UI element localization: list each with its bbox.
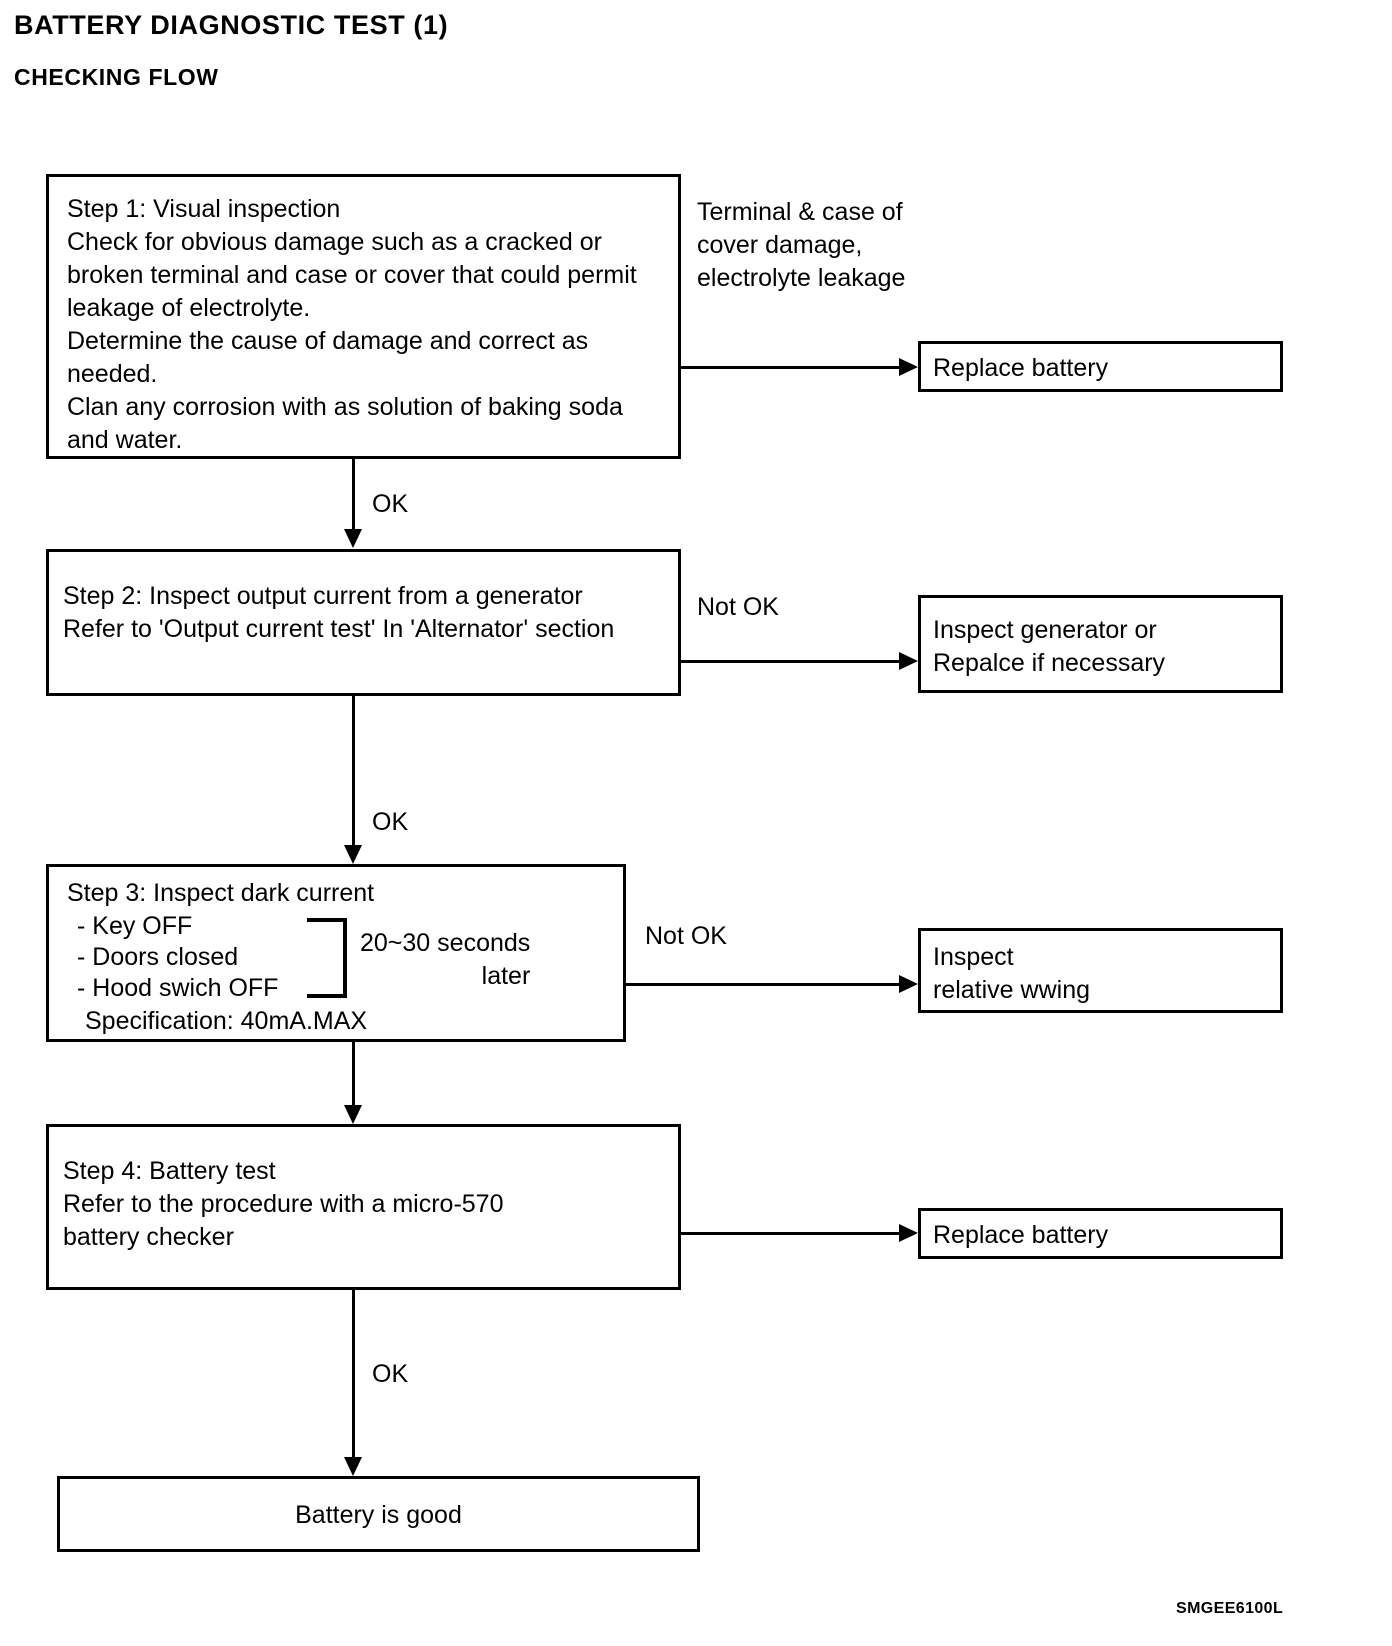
replace-battery-label-2: Replace battery xyxy=(933,1221,1109,1249)
step-2-text: Step 2: Inspect output current from a ge… xyxy=(63,582,615,643)
step-2-to-step-3-line xyxy=(352,696,355,848)
step-1-branch-arrowhead xyxy=(899,358,918,376)
step-3-branch-condition: Not OK xyxy=(645,922,727,950)
step-1-box: Step 1: Visual inspection Check for obvi… xyxy=(46,174,681,459)
step-3-timing-note: 20~30 seconds later xyxy=(360,929,531,990)
replace-battery-label-1: Replace battery xyxy=(933,354,1109,382)
step-3-to-step-4-arrowhead xyxy=(344,1105,362,1124)
step-1-ok-label: OK xyxy=(372,490,409,518)
step-4-ok-label: OK xyxy=(372,1360,409,1388)
inspect-wiring-box: Inspect relative wwing xyxy=(918,928,1283,1013)
step-4-branch-arrowhead xyxy=(899,1224,918,1242)
step-3-to-step-4-line xyxy=(352,1042,355,1108)
result-label: Battery is good xyxy=(295,1501,462,1529)
step-3-condition-2: - Doors closed xyxy=(77,943,239,971)
step-1-branch-condition: Terminal & case of cover damage, electro… xyxy=(697,198,906,292)
figure-code: SMGEE6100L xyxy=(1176,1600,1284,1617)
step-3-branch-line xyxy=(626,983,909,986)
step-1-branch-line xyxy=(681,366,909,369)
inspect-generator-box: Inspect generator or Repalce if necessar… xyxy=(918,595,1283,693)
step-2-branch-arrowhead xyxy=(899,652,918,670)
step-4-box: Step 4: Battery test Refer to the proced… xyxy=(46,1124,681,1290)
page-subtitle: CHECKING FLOW xyxy=(14,64,219,90)
step-3-condition-3: - Hood swich OFF xyxy=(77,974,279,1002)
step-2-to-step-3-arrowhead xyxy=(344,845,362,864)
step-4-branch-line xyxy=(681,1232,909,1235)
step-1-to-step-2-line xyxy=(352,459,355,532)
step-3-specification: Specification: 40mA.MAX xyxy=(85,1007,368,1035)
step-3-condition-1: - Key OFF xyxy=(77,912,193,940)
result-box: Battery is good xyxy=(57,1476,700,1552)
inspect-wiring-label: Inspect relative wwing xyxy=(933,943,1091,1004)
step-1-text: Step 1: Visual inspection Check for obvi… xyxy=(67,195,637,454)
step-2-branch-condition: Not OK xyxy=(697,593,779,621)
step-3-grouping-bracket xyxy=(307,918,347,998)
step-3-heading: Step 3: Inspect dark current xyxy=(67,879,375,907)
step-2-ok-label: OK xyxy=(372,808,409,836)
step-4-to-result-arrowhead xyxy=(344,1457,362,1476)
replace-battery-box-1: Replace battery xyxy=(918,341,1283,392)
replace-battery-box-2: Replace battery xyxy=(918,1208,1283,1259)
step-2-branch-line xyxy=(681,660,909,663)
page-title: BATTERY DIAGNOSTIC TEST (1) xyxy=(14,10,449,40)
step-4-to-result-line xyxy=(352,1290,355,1460)
step-3-branch-arrowhead xyxy=(899,975,918,993)
step-2-box: Step 2: Inspect output current from a ge… xyxy=(46,549,681,696)
step-3-box: Step 3: Inspect dark current - Key OFF -… xyxy=(46,864,626,1042)
step-4-text: Step 4: Battery test Refer to the proced… xyxy=(63,1157,504,1251)
step-1-to-step-2-arrowhead xyxy=(344,529,362,548)
inspect-generator-label: Inspect generator or Repalce if necessar… xyxy=(933,616,1166,677)
